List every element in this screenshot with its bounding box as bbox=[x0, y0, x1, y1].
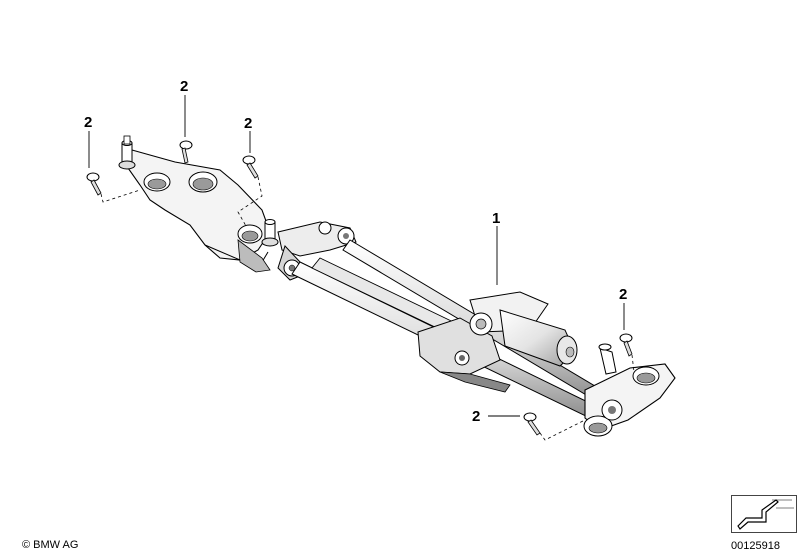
callout-screw-top-right: 2 bbox=[244, 115, 252, 132]
screw-right-upper bbox=[619, 333, 633, 357]
screw-top-center bbox=[179, 140, 193, 164]
copyright-text: © BMW AG bbox=[22, 539, 79, 551]
assembly-guide-lines bbox=[100, 176, 635, 441]
leader-lines bbox=[88, 95, 625, 417]
inner-pivot-shaft bbox=[261, 219, 279, 247]
callout-screw-top-center: 2 bbox=[180, 78, 188, 95]
screw-top-right bbox=[242, 155, 259, 179]
right-pivot-shaft bbox=[598, 343, 617, 375]
left-pivot-shaft bbox=[118, 135, 136, 170]
document-number: 00125918 bbox=[731, 540, 780, 552]
left-pivot-bracket bbox=[127, 149, 271, 273]
callout-wiper-assembly: 1 bbox=[492, 210, 500, 227]
callout-screw-right-lower: 2 bbox=[472, 408, 480, 425]
screw-left-outer bbox=[86, 172, 102, 196]
diagonal-arrow-icon[interactable] bbox=[731, 495, 797, 533]
arrow-glyph bbox=[737, 499, 794, 530]
right-pivot-bracket bbox=[583, 363, 676, 437]
callout-screw-right-upper: 2 bbox=[619, 286, 627, 303]
screw-right-lower bbox=[523, 412, 541, 436]
callout-screw-left-outer: 2 bbox=[84, 114, 92, 131]
wiper-motor bbox=[469, 291, 578, 367]
